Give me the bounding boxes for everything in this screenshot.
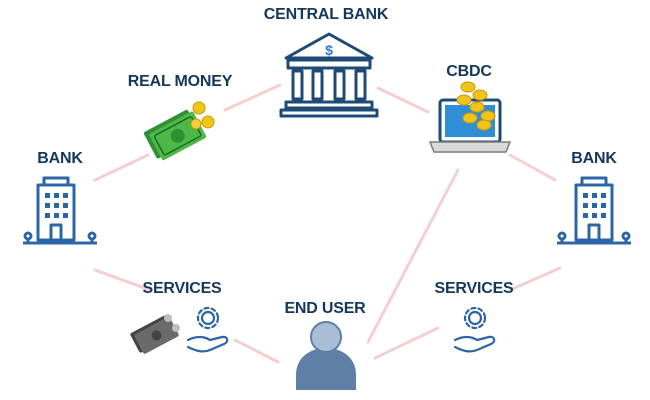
connector-cbdc-bank [508, 153, 557, 182]
connector-services-bank [508, 266, 562, 292]
label-bank-left: BANK [37, 150, 83, 167]
money-icon [143, 101, 215, 161]
connector-cbdc-enduser [366, 168, 460, 344]
bank-building-left-icon [23, 176, 97, 245]
grey-money-icon [130, 314, 180, 354]
connector-lines [93, 83, 562, 364]
label-bank-right: BANK [571, 150, 617, 167]
connector-enduser-services [373, 326, 440, 360]
end-user-icon [296, 321, 356, 390]
central-bank-icon: $ [279, 32, 379, 118]
connector-services-enduser [233, 338, 280, 364]
label-services-left: SERVICES [142, 280, 222, 297]
service-hand-gear-right-icon [453, 306, 496, 353]
connector-centralbank-cbdc [376, 86, 430, 114]
label-real-money: REAL MONEY [127, 73, 233, 90]
connector-bank-services [93, 268, 152, 292]
connector-bank-realmoney [93, 153, 150, 182]
label-cbdc: CBDC [446, 63, 492, 80]
label-end-user: END USER [284, 300, 366, 317]
central-bank-dollar: $ [325, 42, 333, 58]
bank-building-right-icon [557, 176, 631, 245]
service-hand-gear-left-icon [186, 306, 229, 353]
connector-realmoney-centralbank [223, 83, 282, 112]
label-central-bank: CENTRAL BANK [263, 6, 389, 23]
label-services-right: SERVICES [434, 280, 514, 297]
laptop-coins-icon [428, 81, 512, 153]
